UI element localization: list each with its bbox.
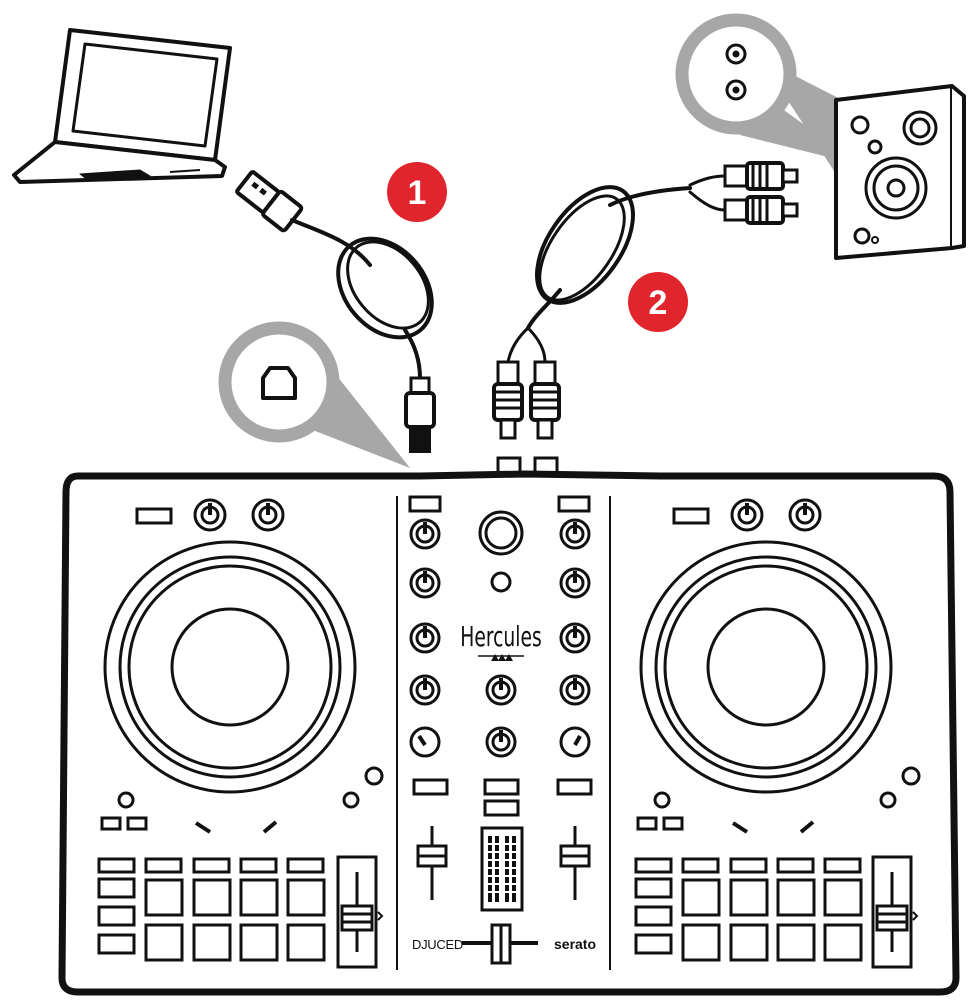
left-knob-1 — [193, 498, 227, 532]
mixer-knob — [409, 518, 441, 550]
usb-b-plug-icon — [404, 376, 436, 453]
channel-fader-right — [559, 826, 591, 900]
mixer-knob — [559, 674, 591, 706]
mixer-knob — [559, 518, 591, 550]
deck-led — [901, 766, 921, 786]
mixer-knob — [409, 567, 441, 599]
djuced-label: DJUCED — [412, 937, 463, 952]
deck-button — [662, 816, 684, 831]
deck-button — [135, 507, 173, 525]
mixer-button — [557, 495, 591, 513]
mixer-filter-knob — [559, 726, 591, 758]
right-pitch-fader — [871, 855, 919, 969]
rca-cable — [492, 161, 799, 440]
speaker-icon — [834, 84, 966, 260]
mixer-section — [408, 495, 593, 965]
serato-label: serato — [554, 936, 596, 952]
left-pads — [97, 877, 326, 962]
step-badge-1: 1 — [387, 162, 447, 222]
rca-plugs-bottom — [492, 360, 561, 440]
deck-button — [100, 816, 122, 831]
deck-button — [636, 816, 658, 831]
laptop-icon — [12, 28, 232, 184]
deck-led — [117, 791, 135, 809]
step-number-1: 1 — [408, 174, 427, 212]
right-deck — [634, 498, 921, 969]
mixer-led — [490, 571, 512, 593]
deck-button — [672, 507, 710, 525]
step-badge-2: 2 — [628, 272, 688, 332]
mixer-button — [556, 778, 593, 796]
right-knob-2 — [788, 498, 822, 532]
mixer-filter-knob — [409, 726, 441, 758]
logo-triangles — [491, 654, 513, 661]
mixer-button — [412, 778, 449, 796]
mixer-knob — [485, 674, 517, 706]
right-jog-wheel — [639, 540, 893, 794]
right-pads — [634, 877, 863, 962]
left-jog-wheel — [103, 540, 357, 794]
deck-button — [126, 816, 148, 831]
rca-jacks-icon — [725, 43, 747, 101]
mixer-knob — [409, 674, 441, 706]
deck-led — [653, 791, 671, 809]
deck-led — [879, 791, 897, 809]
crossfader — [462, 923, 538, 965]
rca-callout — [675, 13, 860, 180]
mixer-button — [408, 495, 442, 513]
vu-meter — [480, 826, 524, 912]
step-number-2: 2 — [649, 284, 668, 322]
left-deck — [97, 498, 384, 969]
left-pad-row-top — [97, 857, 325, 874]
left-knob-2 — [251, 498, 285, 532]
deck-led — [364, 766, 384, 786]
mixer-knob — [409, 622, 441, 654]
rca-plugs-top — [688, 161, 799, 225]
brand-logo-text: Hercules — [460, 620, 542, 653]
mixer-knob — [559, 567, 591, 599]
channel-fader-left — [416, 826, 448, 900]
left-pitch-fader — [336, 855, 384, 969]
mixer-button — [483, 799, 520, 817]
mixer-button — [483, 778, 520, 796]
right-pad-row-top — [634, 857, 862, 874]
right-knob-1 — [730, 498, 764, 532]
master-knob — [478, 510, 524, 556]
usb-b-port-icon — [261, 366, 297, 400]
deck-led — [342, 791, 360, 809]
mixer-knob — [559, 622, 591, 654]
mixer-knob — [485, 726, 517, 758]
mixer-dividers — [396, 496, 611, 970]
dj-controller: Hercules DJUCED serato — [58, 456, 960, 996]
usb-port-callout — [218, 321, 410, 468]
usb-cable — [235, 170, 436, 453]
